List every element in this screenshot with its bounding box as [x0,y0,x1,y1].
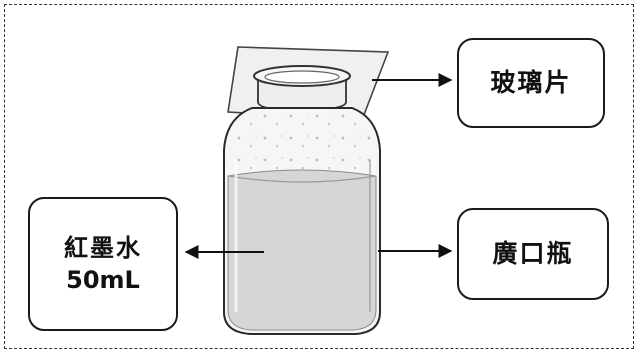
label-jar: 廣口瓶 [457,208,609,300]
label-red-ink: 紅墨水 50mL [28,197,178,331]
label-red-ink-volume: 50mL [66,266,140,294]
label-red-ink-name: 紅墨水 [64,233,142,262]
figure-frame [4,4,634,349]
jar-mouth [264,70,340,84]
label-glass-plate-text: 玻璃片 [490,68,572,98]
ink-liquid [227,169,377,331]
jar-air [230,114,374,172]
liquid-surface [227,175,377,183]
label-glass-plate: 玻璃片 [457,38,605,128]
label-jar-text: 廣口瓶 [492,239,574,269]
